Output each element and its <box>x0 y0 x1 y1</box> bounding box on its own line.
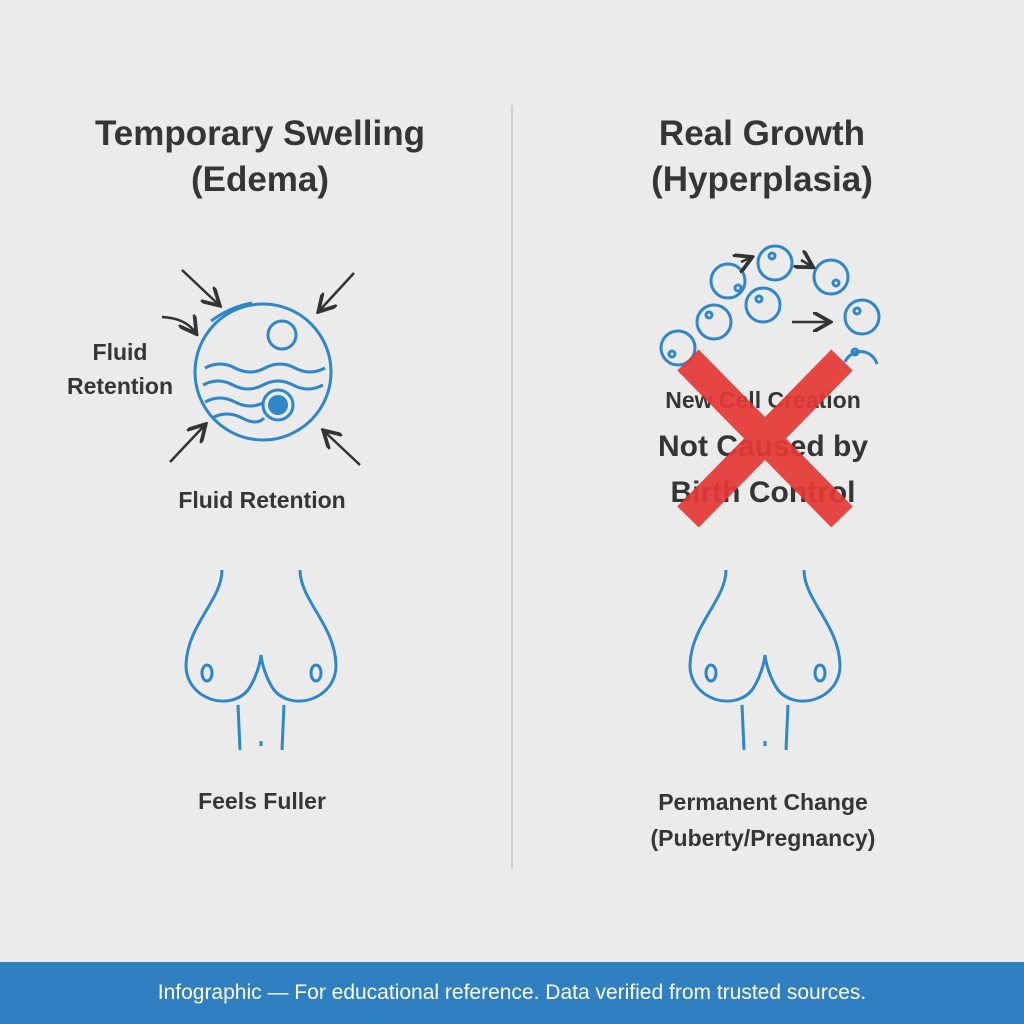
right-bottom-caption: Permanent Change (Puberty/Pregnancy) <box>583 784 943 856</box>
left-bottom-caption: Feels Fuller <box>198 788 326 814</box>
fluid-side-label-line1: Fluid <box>92 339 148 365</box>
left-title-line2: (Edema) <box>190 160 330 199</box>
breast-outline-right-icon <box>688 569 842 751</box>
left-title: Temporary Swelling (Edema) <box>40 111 480 203</box>
not-caused-overlay: Not Caused by Birth Control <box>583 424 943 516</box>
overlay-line1: Not Caused by <box>657 430 869 463</box>
fluid-side-label: Fluid Retention <box>50 335 190 403</box>
breast-outline-left-icon <box>184 569 338 751</box>
cell-icon-caption: New Cell Creation <box>665 387 861 413</box>
arrow-icons <box>161 269 361 466</box>
overlay-line2: Birth Control <box>670 476 856 509</box>
right-title: Real Growth (Hyperplasia) <box>542 111 982 203</box>
right-title-line1: Real Growth <box>658 114 866 153</box>
fluid-cell-icon <box>193 301 333 442</box>
cells-icon <box>659 244 881 367</box>
right-bottom-caption-line2: (Puberty/Pregnancy) <box>650 825 876 851</box>
footer-text: Infographic — For educational reference.… <box>157 981 867 1004</box>
left-title-line1: Temporary Swelling <box>95 114 425 153</box>
center-divider <box>511 105 513 870</box>
right-title-line2: (Hyperplasia) <box>651 160 873 199</box>
fluid-side-label-line2: Retention <box>66 373 174 399</box>
growth-arrow-icons <box>741 258 828 322</box>
right-bottom-caption-line1: Permanent Change <box>658 789 868 815</box>
footer-banner: Infographic — For educational reference.… <box>0 962 1024 1024</box>
fluid-icon-caption: Fluid Retention <box>178 487 346 513</box>
